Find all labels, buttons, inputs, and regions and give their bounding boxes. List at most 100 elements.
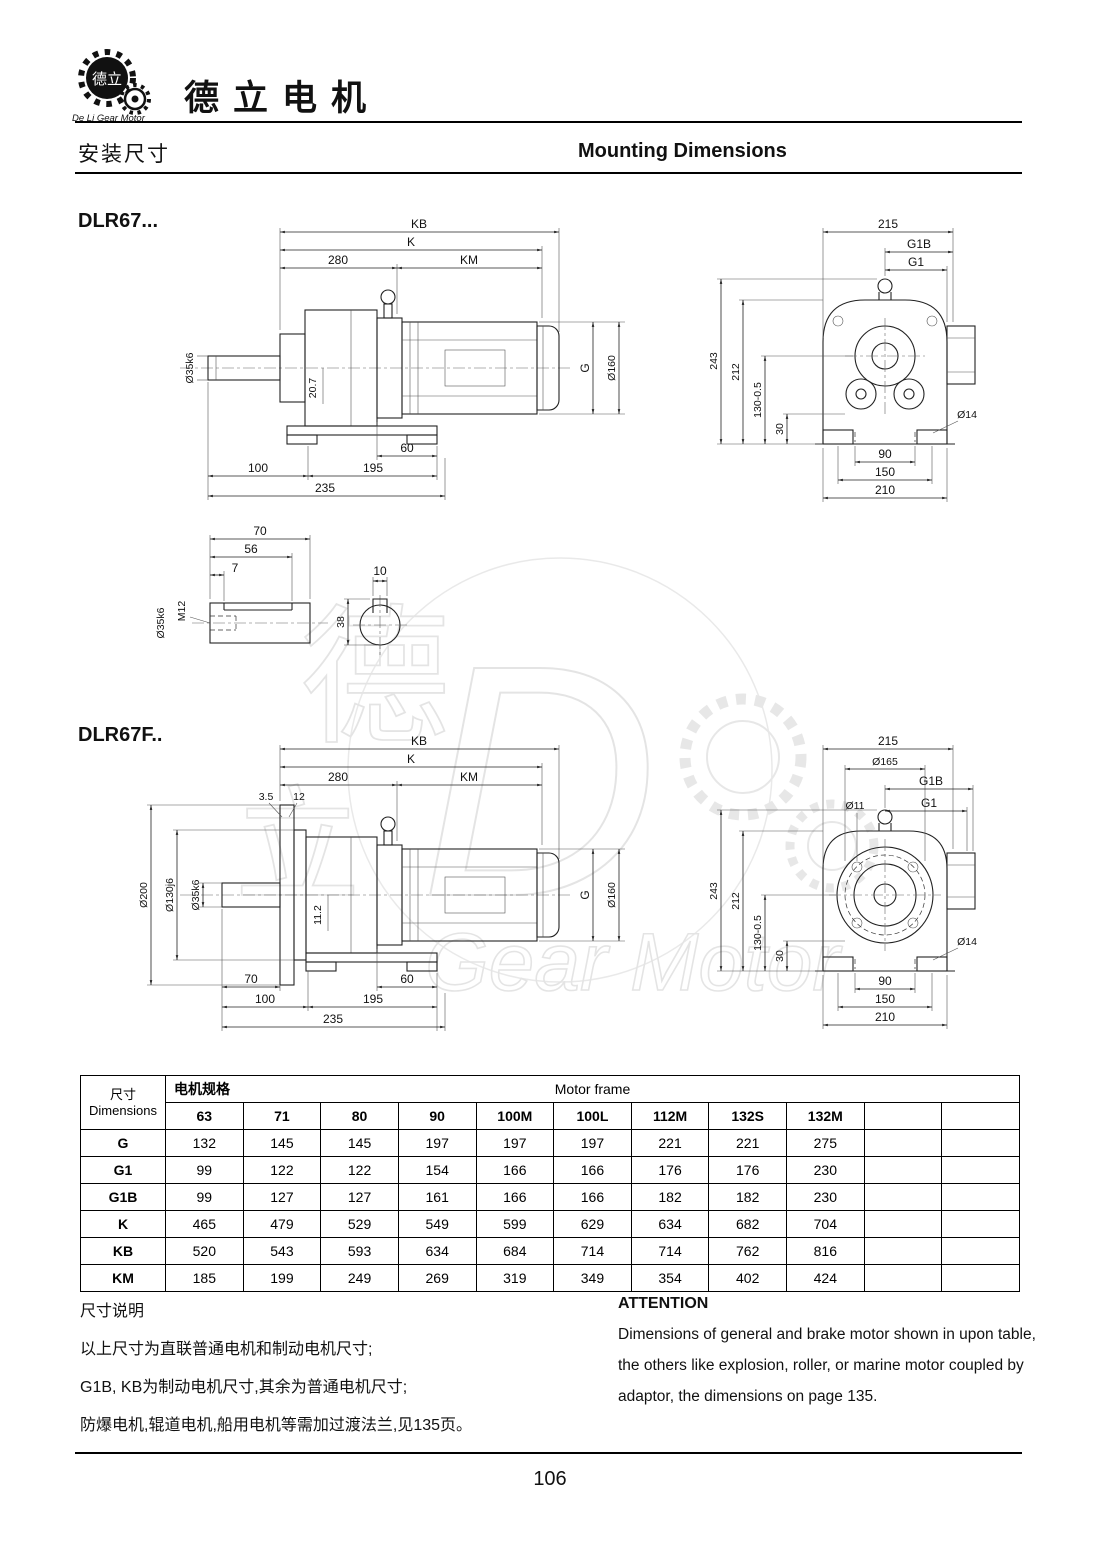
dim-label-100: 100 — [255, 992, 275, 1006]
dim-label-g: G — [578, 363, 592, 372]
dim-label-280: 280 — [328, 770, 348, 784]
row-label: G1B — [80, 1183, 166, 1211]
cell: 221 — [630, 1129, 710, 1157]
dim-label-7: 7 — [232, 561, 239, 575]
dim-label-210: 210 — [875, 483, 895, 497]
dim-label-kb: KB — [411, 735, 427, 748]
cell: 127 — [320, 1183, 399, 1211]
cell: 199 — [242, 1264, 322, 1292]
notes-en-line1: Dimensions of general and brake motor sh… — [618, 1326, 1036, 1343]
col-header: 63 — [165, 1102, 244, 1130]
watermark-char-li: 立 — [235, 778, 360, 917]
cell: 132 — [165, 1129, 244, 1157]
header-divider — [75, 121, 1022, 123]
col-header — [941, 1102, 1020, 1130]
dim-label-150: 150 — [875, 992, 895, 1006]
dim-label-215: 215 — [878, 735, 898, 748]
cell — [941, 1183, 1020, 1211]
cell: 599 — [475, 1210, 555, 1238]
dim-label-243: 243 — [708, 352, 720, 370]
cell: 593 — [320, 1237, 399, 1265]
cell: 176 — [630, 1156, 710, 1184]
cell: 714 — [630, 1237, 710, 1265]
cell: 634 — [397, 1237, 477, 1265]
drawing-shaft-detail: 70 56 7 M12 Ø35k6 10 38 — [155, 525, 407, 655]
table-corner-header: 尺寸 Dimensions — [80, 1075, 166, 1130]
eyebolt-icon — [877, 809, 893, 825]
notes-en-title: ATTENTION — [618, 1295, 709, 1312]
section-label-dlr67f: DLR67F.. — [78, 724, 163, 746]
dim-label-280: 280 — [328, 253, 348, 267]
logo-small-gear-icon — [119, 83, 151, 115]
table-corner-cn: 尺寸 — [109, 1086, 136, 1102]
page-title-cn: 安装尺寸 — [78, 143, 170, 166]
cell: 249 — [320, 1264, 399, 1292]
cell — [863, 1237, 943, 1265]
dim-label-130j6: Ø130j6 — [164, 878, 176, 912]
notes-cn-line2: G1B, KB为制动电机尺寸,其余为普通电机尺寸; — [80, 1379, 408, 1396]
dim-label-243: 243 — [708, 882, 720, 900]
page-number: 106 — [533, 1468, 567, 1490]
dim-label-90: 90 — [878, 974, 892, 988]
cell: 161 — [397, 1183, 477, 1211]
row-label: K — [80, 1210, 166, 1238]
cell: 197 — [397, 1129, 477, 1157]
dim-label-90: 90 — [878, 447, 892, 461]
cell: 424 — [786, 1264, 865, 1292]
dim-label-k: K — [407, 752, 415, 766]
watermark-gear2-icon — [785, 799, 879, 893]
notes-chinese: 尺寸说明 以上尺寸为直联普通电机和制动电机尺寸; G1B, KB为制动电机尺寸,… — [80, 1297, 472, 1449]
col-header: 100L — [553, 1102, 632, 1130]
cell: 684 — [475, 1237, 555, 1265]
table-row: K 465 479 529 549 599 629 634 682 704 — [80, 1210, 1020, 1238]
cell — [941, 1237, 1020, 1265]
cell: 197 — [553, 1129, 632, 1157]
cell: 185 — [165, 1264, 244, 1292]
col-header: 112M — [630, 1102, 710, 1130]
dim-label-215: 215 — [878, 218, 898, 231]
cell: 154 — [397, 1156, 477, 1184]
cell: 269 — [397, 1264, 477, 1292]
brand-title: 德立电机 — [184, 79, 381, 118]
dimensions-table: 尺寸 Dimensions 电机规格 Motor frame 63 71 80 … — [80, 1075, 1020, 1292]
table-row: G 132 145 145 197 197 197 221 221 275 — [80, 1129, 1020, 1157]
drawing-dlr67-front-view: 215 G1B G1 243 212 130-0.5 30 Ø14 — [708, 218, 977, 502]
dim-label-212: 212 — [730, 363, 742, 381]
cell — [941, 1129, 1020, 1157]
row-label: KB — [80, 1237, 166, 1265]
cell: 704 — [786, 1210, 865, 1238]
logo-gear-icon — [78, 49, 136, 107]
dim-label-56: 56 — [244, 542, 258, 556]
dim-label-150: 150 — [875, 465, 895, 479]
title-divider — [75, 172, 1022, 174]
front2-geometry — [815, 809, 976, 972]
dim-label-kb: KB — [411, 218, 427, 231]
table-group-en: Motor frame — [554, 1081, 631, 1097]
dim-label-10: 10 — [373, 564, 387, 578]
dim-label-g1b: G1B — [919, 774, 943, 788]
company-logo: 德立 De Li Gear Motor — [72, 49, 151, 124]
dim-label-212: 212 — [730, 892, 742, 910]
col-header: 90 — [397, 1102, 477, 1130]
notes-english: ATTENTION Dimensions of general and brak… — [618, 1295, 1036, 1419]
cell: 145 — [242, 1129, 322, 1157]
row-label: G1 — [80, 1156, 166, 1184]
cell: 465 — [165, 1210, 244, 1238]
dim-label-km: KM — [460, 770, 478, 784]
dim-label-235: 235 — [315, 481, 335, 495]
side2-geometry — [180, 804, 572, 986]
table-row: G1B 99 127 127 161 166 166 182 182 230 — [80, 1183, 1020, 1211]
cell: 166 — [475, 1156, 555, 1184]
cell: 166 — [475, 1183, 555, 1211]
cell: 682 — [708, 1210, 787, 1238]
dim-label-11-2: 11.2 — [312, 905, 324, 925]
cell: 275 — [786, 1129, 865, 1157]
cell: 127 — [242, 1183, 322, 1211]
key-section-detail: 10 38 — [335, 564, 407, 655]
drawing-dlr67f-side-view: KB K 280 KM 3.5 12 Ø200 Ø130j6 Ø35k6 11.… — [138, 735, 625, 1031]
cell: 354 — [630, 1264, 710, 1292]
cell — [863, 1129, 943, 1157]
logo-cn-text: 德立 — [92, 70, 122, 88]
dim-label-30: 30 — [774, 423, 786, 435]
